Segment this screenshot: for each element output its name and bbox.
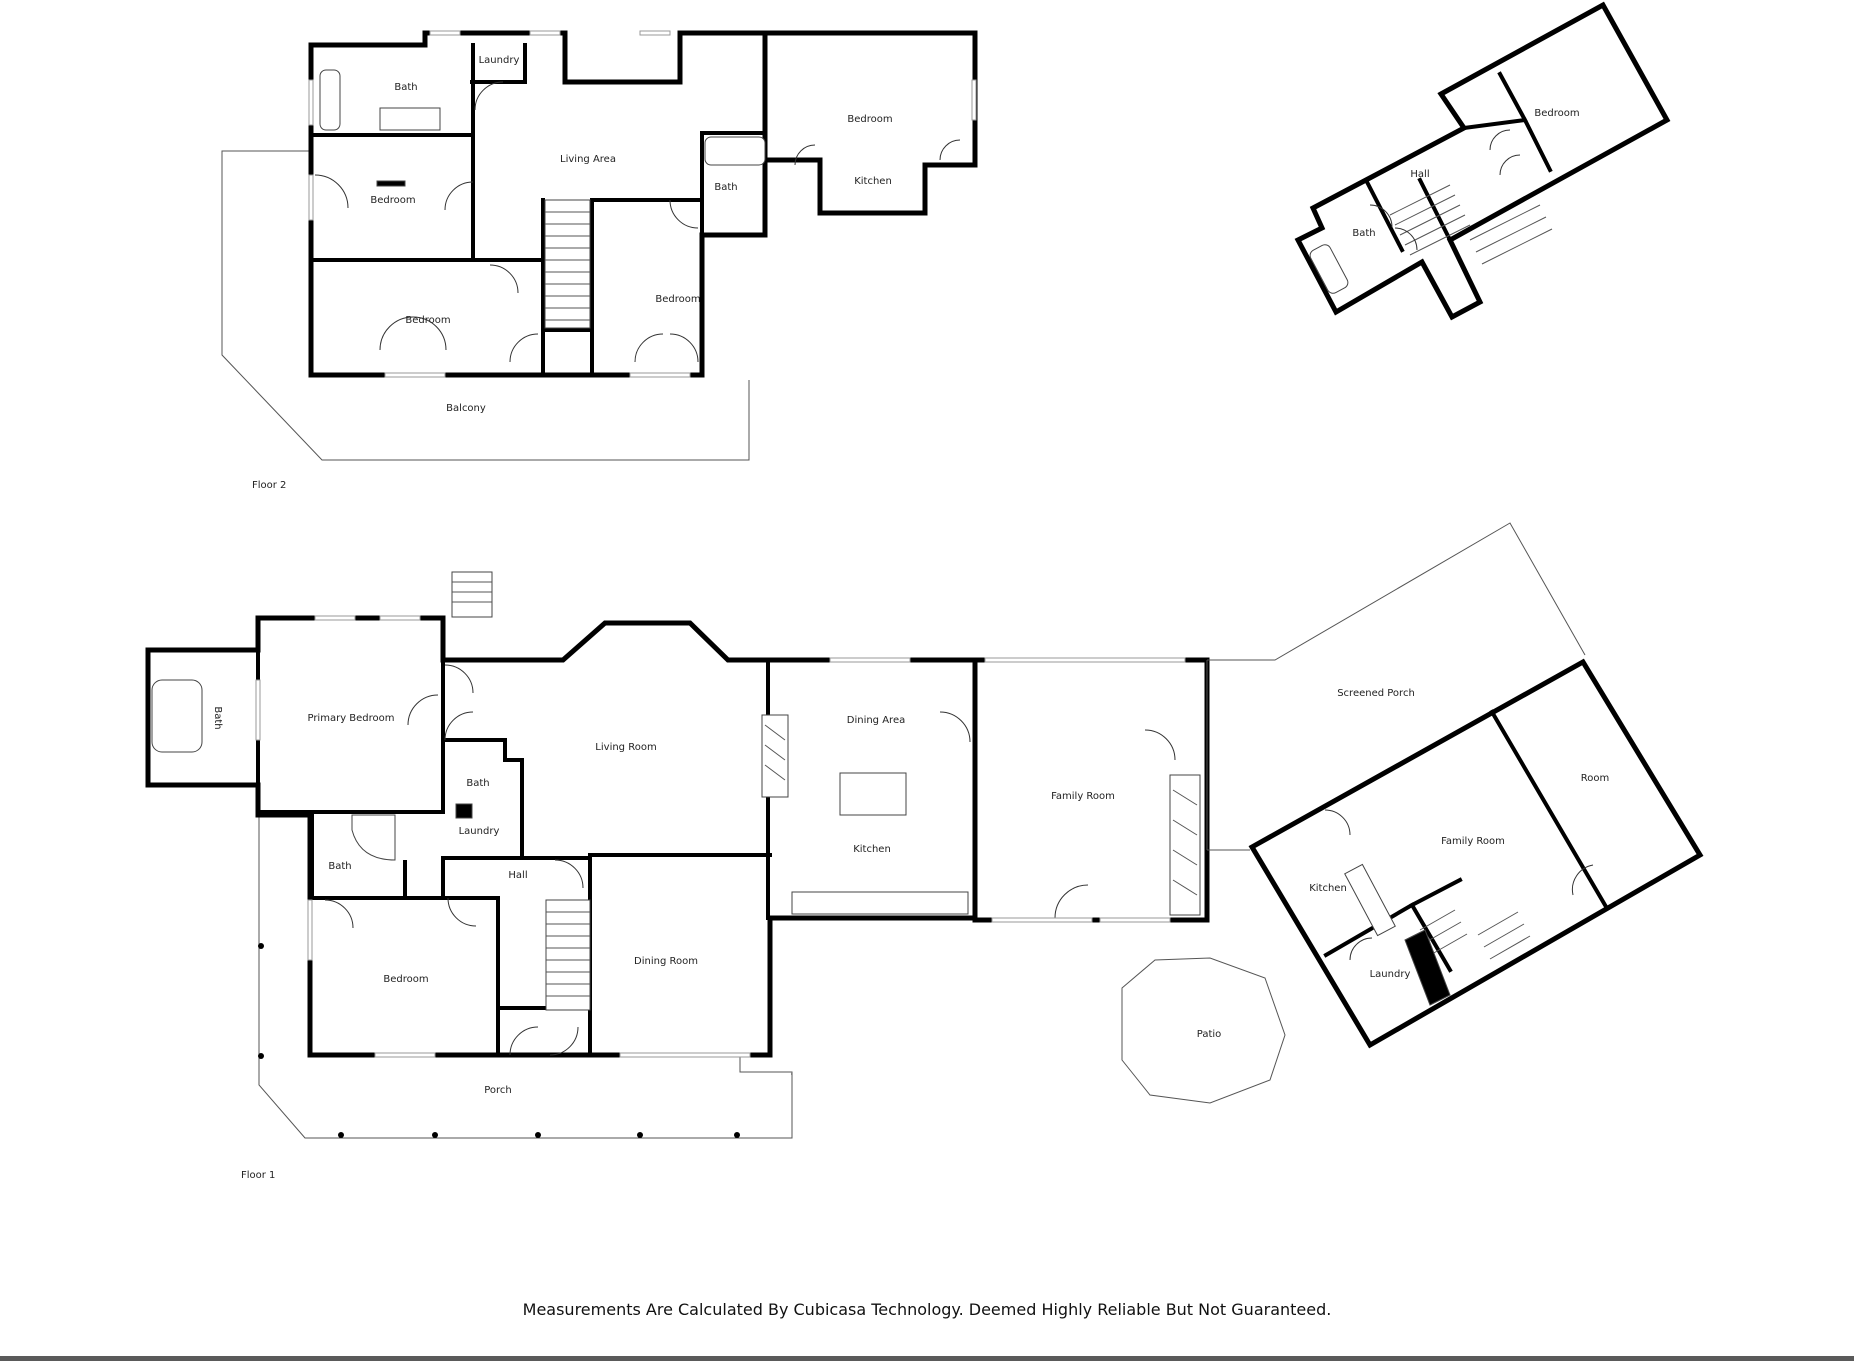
kitchen-counter (791, 891, 969, 915)
annex-upper-stairs (1389, 184, 1553, 265)
room-label-patio: Patio (1197, 1029, 1222, 1040)
room-label-bath: Bath (466, 778, 489, 789)
annex-upper-plan: Bedroom Hall Bath (1294, 1, 1671, 321)
annex-upper-interior-walls (1363, 71, 1553, 253)
room-label-family-room: Family Room (1051, 791, 1115, 802)
room-label-hall: Hall (1410, 169, 1429, 180)
room-label-dining-room: Dining Room (634, 956, 698, 967)
tub-fixture (151, 679, 203, 753)
kitchen-island (1344, 863, 1396, 937)
room-label-bedroom: Bedroom (405, 315, 450, 326)
fireplace-fixture (376, 180, 406, 187)
room-label-bedroom: Bedroom (1534, 108, 1579, 119)
floor-1-plan: Bath Primary Bedroom Living Room Dining … (145, 522, 1586, 1181)
washer-fixture (455, 803, 473, 819)
floor-1-windows (255, 615, 1186, 1058)
room-label-bath: Bath (394, 82, 417, 93)
floor-2-windows (308, 30, 977, 378)
room-label-living-area: Living Area (560, 154, 616, 165)
porch-posts (258, 943, 740, 1138)
room-label-screened-porch: Screened Porch (1337, 688, 1415, 699)
vanity-fixture (379, 107, 441, 131)
room-label-bedroom: Bedroom (383, 974, 428, 985)
floor-2-interior-walls (309, 31, 767, 377)
annex-lower-stairs (1404, 909, 1531, 1006)
room-label-laundry: Laundry (1370, 969, 1411, 980)
annex-upper-door-swings (1369, 129, 1521, 251)
tub-fixture (319, 69, 341, 131)
screened-porch-outline (1206, 522, 1586, 851)
fireplace-fixture (761, 714, 789, 798)
patio-outline (1121, 957, 1286, 1104)
room-label-kitchen: Kitchen (853, 844, 891, 855)
room-label-bath: Bath (714, 182, 737, 193)
room-label-hall: Hall (508, 870, 527, 881)
tub-fixture (704, 136, 766, 166)
floor-2-stairs (544, 199, 591, 329)
disclaimer-text: Measurements Are Calculated By Cubicasa … (522, 1300, 1332, 1319)
room-label-bath: Bath (212, 706, 223, 729)
porch-outline (258, 815, 793, 1139)
floor-1-stairs (451, 571, 591, 1011)
room-label-family-room: Family Room (1441, 836, 1505, 847)
tub-fixture (1309, 244, 1349, 294)
room-label-kitchen: Kitchen (854, 176, 892, 187)
floor-2-plan: Bath Laundry Living Area Bedroom Kitchen… (221, 30, 978, 491)
room-label-laundry: Laundry (479, 55, 520, 66)
balcony-outline (221, 150, 750, 461)
room-label-dining-area: Dining Area (847, 715, 905, 726)
room-label-bedroom: Bedroom (655, 294, 700, 305)
room-label-bedroom: Bedroom (847, 114, 892, 125)
annex-upper-outer-wall (1294, 1, 1671, 321)
room-label-bedroom: Bedroom (370, 195, 415, 206)
annex-lower-door-swings (1324, 809, 1594, 961)
room-label-living-room: Living Room (595, 742, 656, 753)
room-label-laundry: Laundry (459, 826, 500, 837)
room-label-bath: Bath (1352, 228, 1375, 239)
room-label-primary-bedroom: Primary Bedroom (307, 713, 394, 724)
room-label-room: Room (1581, 773, 1609, 784)
annex-lower-interior-walls (1323, 709, 1608, 973)
room-label-kitchen: Kitchen (1309, 883, 1347, 894)
floor-label: Floor 1 (241, 1170, 275, 1181)
room-label-balcony: Balcony (446, 403, 486, 414)
tub-fixture (351, 814, 396, 861)
floor-label: Floor 2 (252, 480, 286, 491)
annex-lower-outer-wall (1248, 658, 1704, 1049)
bottom-bar (0, 1356, 1854, 1361)
room-label-porch: Porch (484, 1085, 512, 1096)
floor-1-door-swings (324, 664, 1176, 1056)
annex-lower-plan: Room Family Room Kitchen Laundry (1248, 658, 1704, 1049)
fireplace-fixture (1169, 774, 1201, 916)
room-label-bath: Bath (328, 861, 351, 872)
kitchen-island (839, 772, 907, 816)
floor-2-door-swings (314, 81, 961, 363)
